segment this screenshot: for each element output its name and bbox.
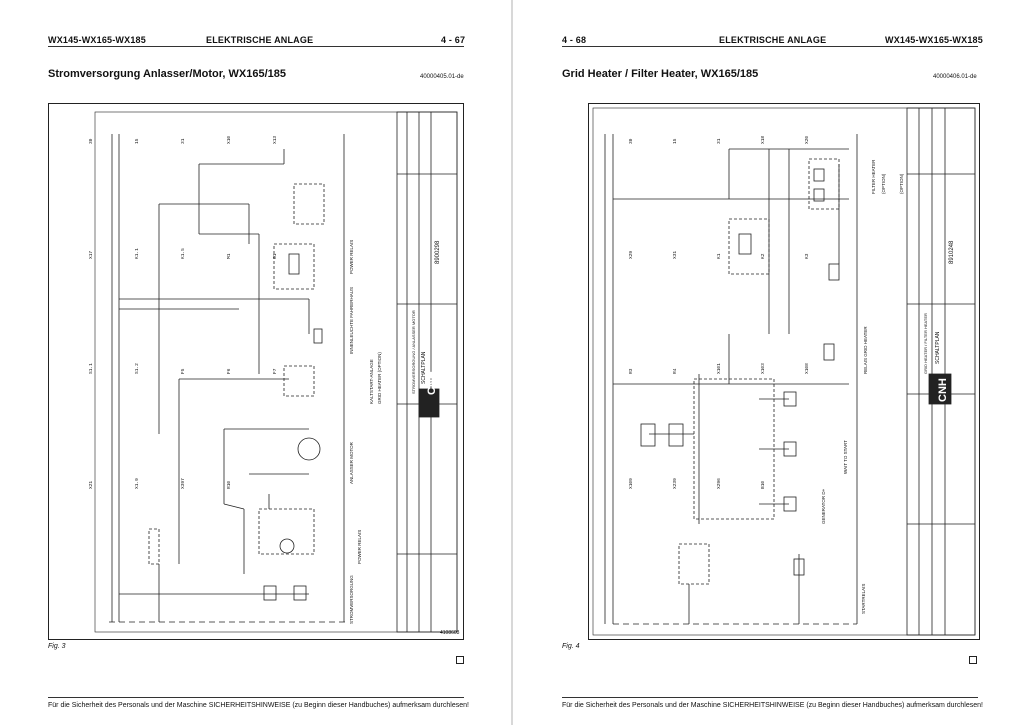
left-header-rule [48, 46, 464, 47]
left-footer-rule [48, 697, 464, 698]
left-company-logo: CNH [426, 371, 438, 395]
wire-label: 15 [673, 138, 678, 144]
wire-label: X29 [629, 250, 634, 259]
right-header-section: ELEKTRISCHE ANLAGE [719, 35, 827, 45]
wire-label: R4 [673, 368, 678, 374]
wire-label: X21 [89, 480, 94, 489]
right-page-checkbox[interactable] [969, 656, 977, 664]
left-section-label: STROMVERSORGUNG [349, 575, 354, 624]
left-drawing-number: 8900298 [435, 240, 441, 264]
left-section-label: INNENLEUCHTE FAHRERHAUS [349, 286, 354, 354]
wire-label: X20 [805, 135, 810, 144]
left-section-label: KALTSTART-ANLAGE [369, 359, 374, 404]
right-section-label: RELAIS GRID HEATER [863, 326, 868, 374]
right-schematic-frame: CNH 8910248 SCHALTPLAN GRID HEATER / FIL… [588, 103, 980, 640]
wire-label: B10 [761, 480, 766, 489]
left-section-label: ANLASSER MOTOR [349, 442, 354, 484]
left-plan-label: SCHALTPLAN [421, 351, 427, 384]
left-section-label: GRID HEATER (OPTION) [377, 352, 382, 404]
left-figure-label: Fig. 3 [48, 643, 66, 650]
wire-label: X10 [227, 135, 232, 144]
wire-label: X13 [273, 135, 278, 144]
wire-label: G1 [273, 253, 278, 259]
left-doc-ref: 40000405.01-de [420, 74, 464, 80]
wire-label: X397 [181, 478, 186, 489]
right-page-title: Grid Heater / Filter Heater, WX165/185 [562, 68, 759, 80]
wire-label: F7 [273, 368, 278, 374]
right-page-number: 4 - 68 [562, 35, 587, 45]
right-footer-text: Für die Sicherheit des Personals und der… [562, 702, 983, 709]
left-section-label: POWER RELAIS [357, 529, 362, 564]
wire-label: X31 [673, 250, 678, 259]
right-section-label: STARTRELAIS [861, 583, 866, 614]
wire-label: X296 [717, 478, 722, 489]
right-doc-ref: 40000406.01-de [933, 74, 977, 80]
right-section-label: (OPTION) [881, 173, 886, 194]
wire-label: X17 [89, 250, 94, 259]
right-section-label: (OPTION) [899, 173, 904, 194]
wire-label: R3 [629, 368, 634, 374]
wire-label: 30 [629, 138, 634, 144]
wire-label: X109 [629, 478, 634, 489]
wire-label: K1.5 [181, 248, 186, 259]
wire-label: M1 [227, 253, 232, 259]
wire-label: X108 [805, 363, 810, 374]
right-section-label: FILTER HEATER [871, 159, 876, 194]
right-footer-rule [562, 697, 978, 698]
wire-label: K2 [761, 253, 766, 259]
wire-label: K1 [717, 253, 722, 259]
right-header-rule [562, 46, 978, 47]
wire-label: R10 [227, 480, 232, 489]
left-page-title: Stromversorgung Anlasser/Motor, WX165/18… [48, 68, 286, 80]
page-spine [511, 0, 513, 725]
wire-label: 31 [181, 138, 186, 144]
wire-label: F6 [227, 368, 232, 374]
wire-label: X103 [761, 363, 766, 374]
left-header-section: ELEKTRISCHE ANLAGE [206, 35, 314, 45]
right-section-label: GENERATOR D+ [821, 488, 826, 524]
wire-label: K1.1 [135, 248, 140, 259]
wire-label: F5 [181, 368, 186, 374]
right-plan-subtitle: GRID HEATER / FILTER HEATER [923, 313, 928, 374]
left-page: WX145-WX165-WX185 ELEKTRISCHE ANLAGE 4 -… [0, 0, 511, 725]
right-wiring-diagram [592, 107, 976, 636]
right-plan-label: SCHALTPLAN [935, 331, 941, 364]
right-drawing-number: 8910248 [949, 240, 955, 264]
wire-label: K3 [805, 253, 810, 259]
right-section-label: WAIT TO START [843, 440, 848, 474]
wire-label: X101 [717, 363, 722, 374]
wire-label: X18 [761, 135, 766, 144]
wire-label: 15 [135, 138, 140, 144]
wire-label: S1.2 [135, 363, 140, 374]
right-header-model: WX145-WX165-WX185 [885, 35, 983, 45]
right-page: 4 - 68 ELEKTRISCHE ANLAGE WX145-WX165-WX… [513, 0, 1024, 725]
left-plan-subtitle: STROMVERSORGUNG / ANLASSER MOTOR [411, 310, 416, 394]
left-figure-id: 4108603 [440, 630, 460, 636]
left-schematic-frame: CNH 8900298 SCHALTPLAN STROMVERSORGUNG /… [48, 103, 464, 640]
left-section-label: POWER RELAIS [349, 239, 354, 274]
wire-label: X1.9 [135, 478, 140, 489]
left-page-number: 4 - 67 [441, 35, 466, 45]
wire-label: 31 [717, 138, 722, 144]
left-wiring-diagram [94, 111, 458, 633]
right-company-logo: CNH [937, 378, 949, 402]
wire-label: 30 [89, 138, 94, 144]
wire-label: S1.1 [89, 363, 94, 374]
wire-label: X239 [673, 478, 678, 489]
right-figure-label: Fig. 4 [562, 643, 580, 650]
left-page-checkbox[interactable] [456, 656, 464, 664]
left-footer-text: Für die Sicherheit des Personals und der… [48, 702, 469, 709]
left-header-model: WX145-WX165-WX185 [48, 35, 146, 45]
